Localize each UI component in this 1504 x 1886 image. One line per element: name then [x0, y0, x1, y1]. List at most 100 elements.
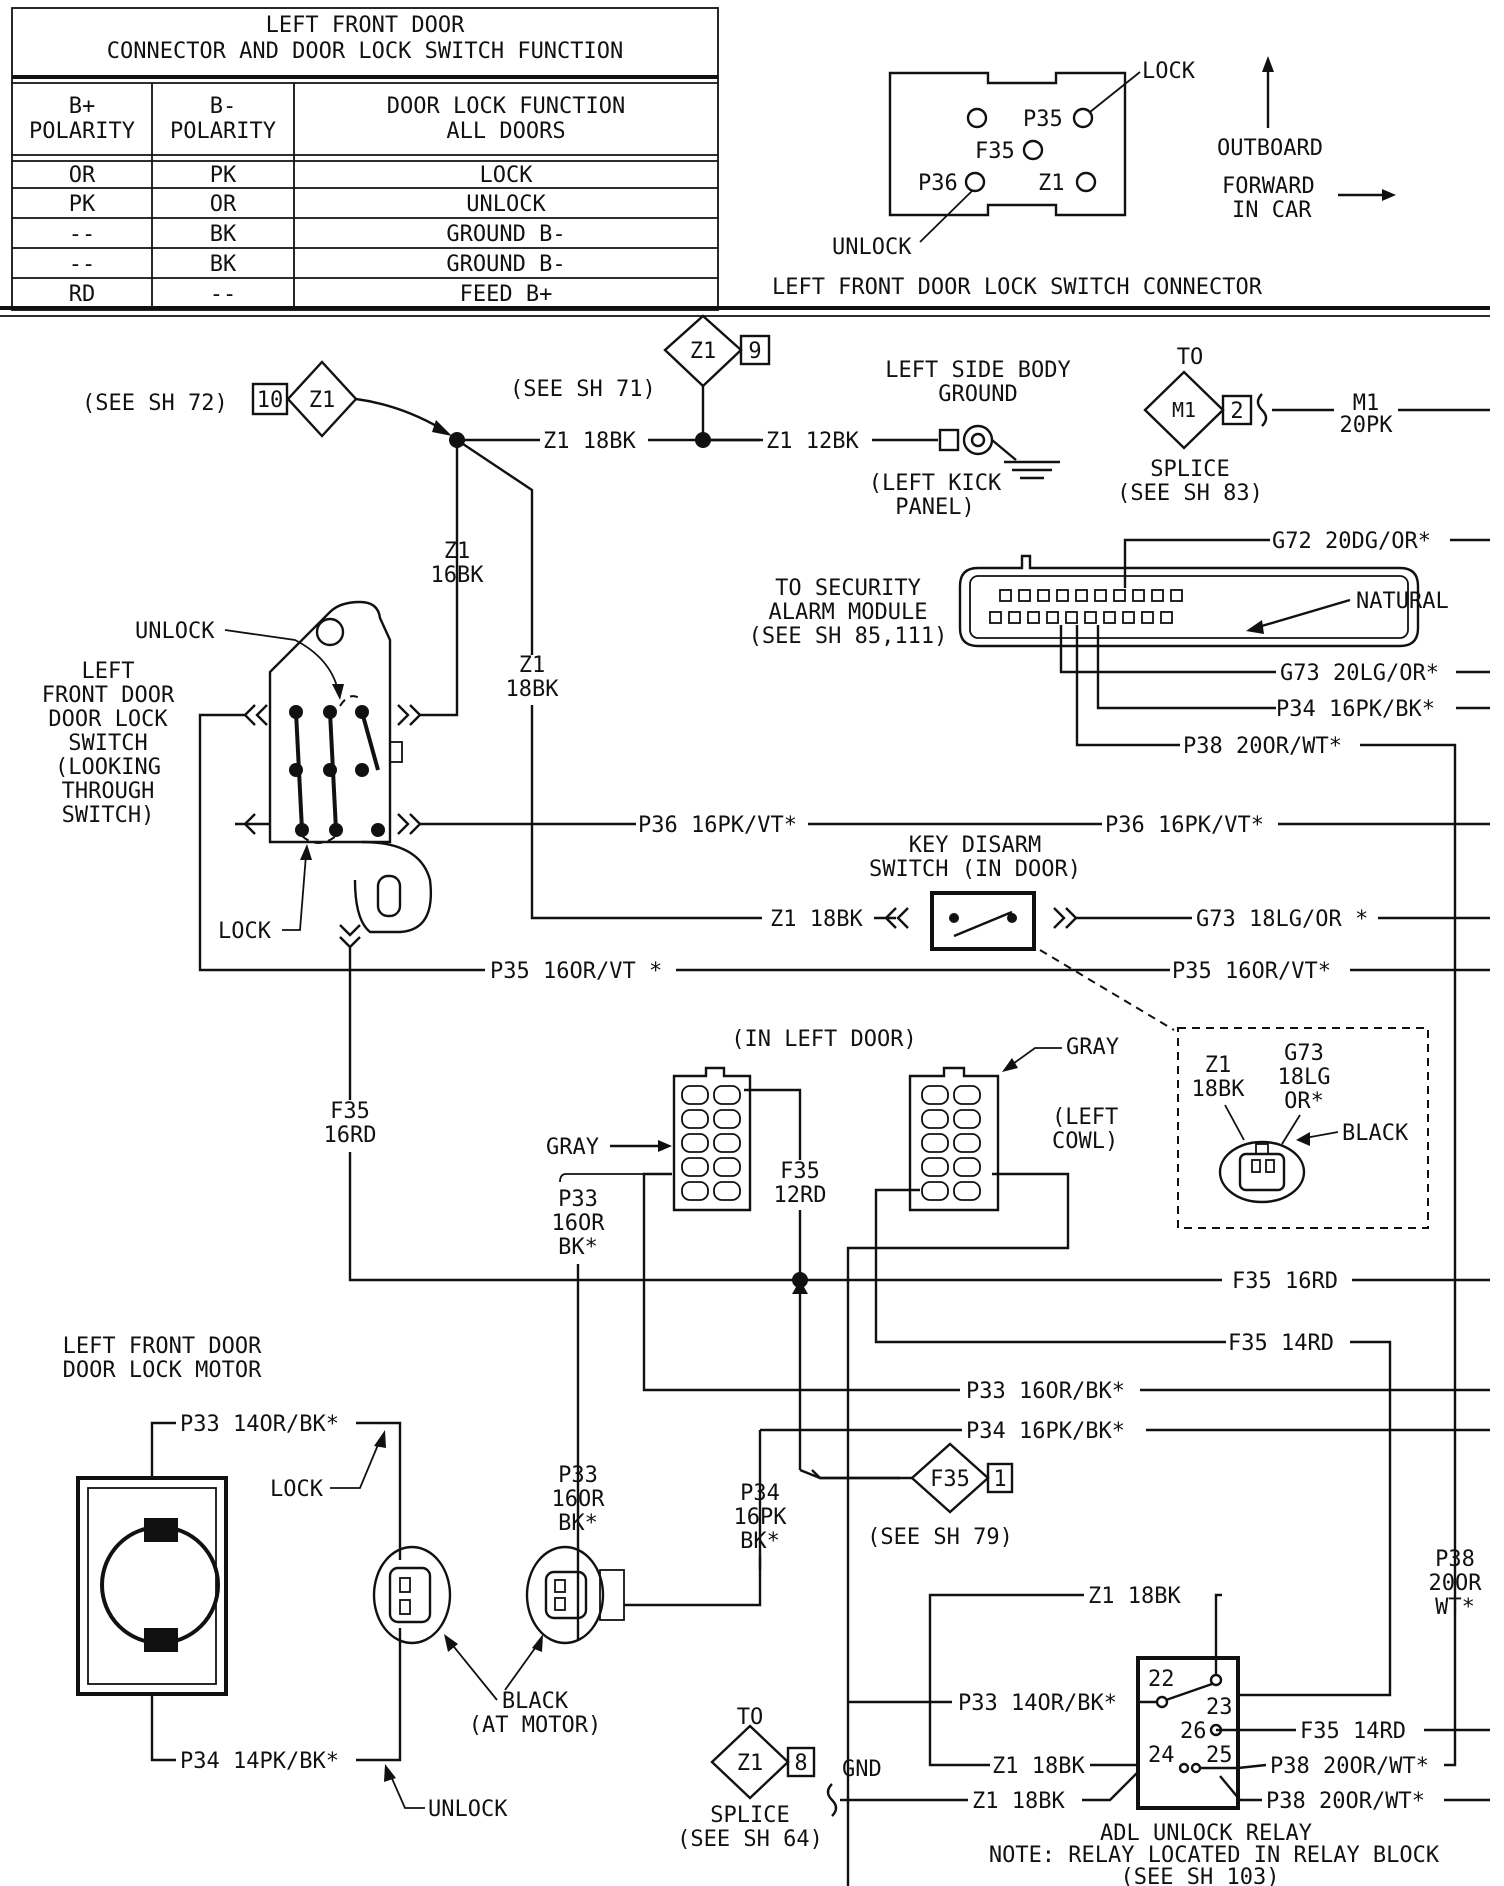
switch-label-4: SWITCH — [68, 731, 147, 756]
inset-z1-1: Z1 — [1205, 1053, 1232, 1078]
f35-ref-circuit: F35 — [930, 1467, 970, 1492]
wire-label-p33-16-h: P33 16OR/BK* — [966, 1379, 1125, 1404]
black-label: BLACK — [1342, 1121, 1409, 1146]
switch-terminal — [295, 823, 309, 837]
connector-pin — [999, 589, 1012, 602]
wire-label-z1-18bk-v2: 18BK — [506, 677, 560, 702]
wire-label-p38-v-3: WT* — [1435, 1595, 1475, 1620]
connector-pin — [1008, 611, 1021, 624]
connector-cavity — [953, 1181, 981, 1201]
wire-label-p34-conn-3: BK* — [740, 1529, 780, 1554]
pin-p36-label: P36 — [918, 171, 958, 196]
see-sh64-label: (SEE SH 64) — [677, 1827, 823, 1852]
relay-wire-z1-top: Z1 18BK — [1088, 1584, 1181, 1609]
in-left-door-connectors: (IN LEFT DOOR) GRAY P33 16OR BK* F35 12R… — [546, 1027, 1392, 1886]
connector-cavity — [681, 1181, 709, 1201]
switch-terminal — [323, 705, 337, 719]
connector-pin — [1103, 611, 1116, 624]
wire-label-z1-18bk: Z1 18BK — [543, 429, 636, 454]
connector-cavity — [921, 1133, 949, 1153]
m1-circuit: M1 — [1172, 398, 1196, 422]
wire-label-g73-20: G73 20LG/OR* — [1280, 661, 1439, 686]
wire-label-z1-12bk: Z1 12BK — [766, 429, 859, 454]
relay-wire-p38-2: P38 20OR/WT* — [1266, 1789, 1425, 1814]
m1-wire-2: 20PK — [1340, 413, 1394, 438]
table-header-b-plus: B+ — [69, 94, 96, 119]
connector-cavity — [953, 1133, 981, 1153]
connector-cavity — [681, 1109, 709, 1129]
relay-wire-z1-bottom: Z1 18BK — [972, 1789, 1065, 1814]
forward-label-1: FORWARD — [1222, 174, 1315, 199]
door-lock-motor: LEFT FRONT DOOR DOOR LOCK MOTOR P33 14OR… — [63, 1334, 509, 1822]
forward-label-2: IN CAR — [1232, 198, 1312, 223]
connector-cavity — [681, 1157, 709, 1177]
connector-cavity — [953, 1109, 981, 1129]
wire-label-z1-16bk-2: 16BK — [431, 563, 485, 588]
connector-cavity — [953, 1157, 981, 1177]
table-cell: PK — [69, 192, 96, 217]
in-left-door-label: (IN LEFT DOOR) — [731, 1027, 916, 1052]
relay-pin-22: 22 — [1148, 1667, 1175, 1692]
table-cell: OR — [210, 192, 237, 217]
wire-label-f35-12rd-1: F35 — [780, 1159, 820, 1184]
ref72-number: 10 — [257, 388, 284, 413]
pin-blank — [966, 107, 988, 129]
to-label: TO — [1177, 345, 1204, 370]
connector-cavity — [921, 1157, 949, 1177]
connector-cavity — [921, 1109, 949, 1129]
relay-wire-z1-left: Z1 18BK — [992, 1754, 1085, 1779]
connector-pin — [1046, 611, 1059, 624]
wire-label-f35-16rd-2: 16RD — [324, 1123, 377, 1148]
left-cowl-label-2: COWL) — [1052, 1129, 1118, 1154]
black-motor-label-1: BLACK — [502, 1689, 569, 1714]
connector-cavity — [713, 1109, 741, 1129]
natural-label: NATURAL — [1356, 589, 1449, 614]
wire-label-z1-16bk-1: Z1 — [444, 539, 471, 564]
switch-label-1: LEFT — [82, 659, 135, 684]
connector-pin — [1122, 611, 1135, 624]
motor-connectors: P33 16OR BK* P34 16PK BK* BLACK (AT MOTO… — [372, 1463, 788, 1738]
wire-label-p34-16-h: P34 16PK/BK* — [966, 1419, 1125, 1444]
black-motor-label-2: (AT MOTOR) — [469, 1713, 601, 1738]
wire-label-p36-left: P36 16PK/VT* — [638, 813, 797, 838]
wire-label-z1-18bk-v1: Z1 — [519, 653, 546, 678]
z1-8-circuit: Z1 — [737, 1751, 764, 1776]
switch-wiring: Z1 16BK Z1 18BK P35 16OR/VT * P35 16OR/V… — [198, 439, 1490, 1294]
connector-pin — [1037, 589, 1050, 602]
reference-sh71: Z1 9 (SEE SH 71) — [510, 314, 771, 402]
z1-splice-sh64: TO Z1 8 GND SPLICE (SEE SH 64) — [677, 1705, 882, 1852]
table-header-b-plus-polarity: POLARITY — [29, 119, 135, 144]
table-cell: PK — [210, 163, 237, 188]
switch-label-5: (LOOKING — [55, 755, 161, 780]
wire-label-p33-conn-3: BK* — [558, 1511, 598, 1536]
connector-cavity — [681, 1133, 709, 1153]
ref9-circuit: Z1 — [690, 339, 717, 364]
z1-8-number: 8 — [794, 1751, 807, 1776]
table-title-line2: CONNECTOR AND DOOR LOCK SWITCH FUNCTION — [107, 39, 624, 64]
relay-pin-23: 23 — [1206, 1695, 1233, 1720]
table-cell: GROUND B- — [446, 222, 565, 247]
m1-wire-1: M1 — [1353, 391, 1380, 416]
pin-p35 — [1072, 107, 1094, 129]
wire-label-p34-top: P34 16PK/BK* — [1276, 697, 1435, 722]
pin-z1-label: Z1 — [1038, 171, 1065, 196]
wire-label-p33-mid-2: 16OR — [552, 1211, 606, 1236]
pin-p36 — [964, 171, 986, 193]
wire-label-p34-conn-2: 16PK — [734, 1505, 788, 1530]
connector-pin — [1132, 589, 1145, 602]
connector-cavity — [681, 1085, 709, 1105]
switch-connector-view: P35 F35 P36 Z1 LOCK UNLOCK OUTBOARD FORW… — [772, 56, 1396, 300]
table-cell: -- — [69, 252, 96, 277]
left-cowl-label-1: (LEFT — [1052, 1105, 1118, 1130]
unlock-callout: UNLOCK — [135, 619, 215, 644]
wire-label-p34-motor: P34 14PK/BK* — [180, 1749, 339, 1774]
switch-terminal — [289, 763, 303, 777]
connector-pin — [1141, 611, 1154, 624]
motor-unlock-label: UNLOCK — [428, 1797, 508, 1822]
lock-label: LOCK — [1142, 59, 1196, 84]
connector-pin — [1084, 611, 1097, 624]
wire-label-z1-18bk-key: Z1 18BK — [770, 907, 863, 932]
table-cell: FEED B+ — [460, 282, 553, 307]
key-disarm-switch: KEY DISARM SWITCH (IN DOOR) Z1 18BK G73 … — [770, 833, 1490, 1031]
